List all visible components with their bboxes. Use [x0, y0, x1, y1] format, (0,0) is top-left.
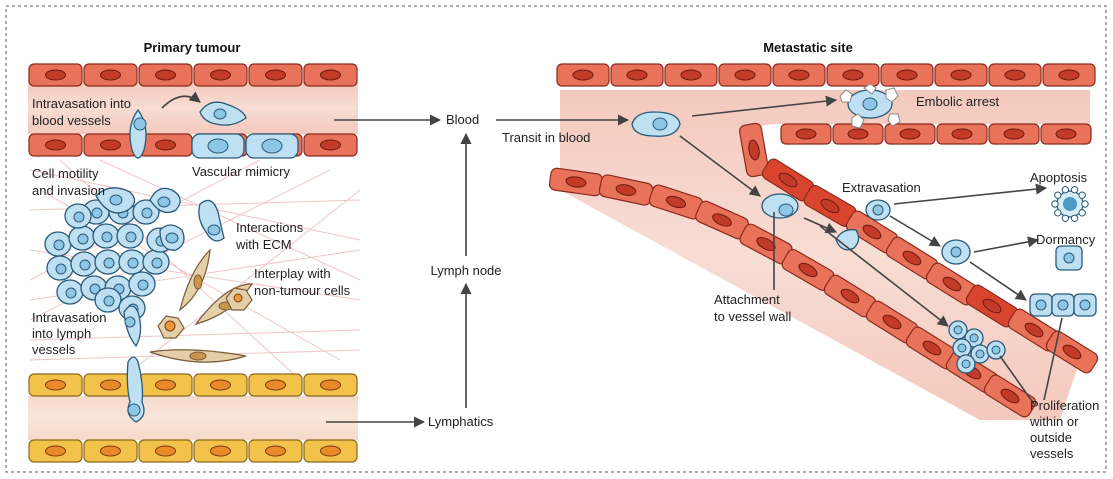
endothelial-nucleus: [46, 70, 66, 80]
endothelial-nucleus: [321, 70, 341, 80]
tumour-nucleus: [78, 234, 88, 244]
endothelial-nucleus: [1005, 70, 1025, 80]
endothelial-nucleus: [1059, 70, 1079, 80]
apoptotic-bleb: [1079, 192, 1085, 198]
tumour-nucleus: [138, 280, 148, 290]
metastatic-title: Metastatic site: [763, 40, 853, 55]
endothelial-nucleus: [321, 446, 341, 456]
tumour-mass: [45, 200, 173, 320]
tumour-nucleus: [80, 260, 90, 270]
endothelial-nucleus: [796, 129, 816, 139]
endothelial-nucleus: [46, 140, 66, 150]
label-blood: Blood: [446, 112, 479, 127]
endothelial-nucleus: [101, 70, 121, 80]
endothelial-nucleus: [789, 70, 809, 80]
label-lymph-node: Lymph node: [430, 263, 501, 278]
endothelial-nucleus: [266, 446, 286, 456]
proliferating-cells-outside: [1030, 294, 1096, 316]
endothelial-nucleus: [843, 70, 863, 80]
primary-lymph-lumen: [28, 396, 358, 440]
endothelial-nucleus: [101, 380, 121, 390]
endothelial-nucleus: [952, 129, 972, 139]
tumour-nucleus: [66, 288, 76, 298]
migrating-cell-metastatic: [942, 240, 970, 264]
transit-cell: [632, 112, 680, 136]
endothelial-nucleus: [156, 70, 176, 80]
tumour-nucleus: [54, 240, 64, 250]
endothelial-nucleus: [321, 140, 341, 150]
endothelial-nucleus: [951, 70, 971, 80]
label-vascular-mimicry: Vascular mimicry: [192, 164, 290, 179]
dormant-cell: [1056, 246, 1082, 270]
endothelial-nucleus: [573, 70, 593, 80]
apoptotic-bleb: [1055, 210, 1061, 216]
label-apoptosis: Apoptosis: [1030, 170, 1088, 185]
primary-lymph-bottom-wall: [29, 440, 357, 462]
endothelial-nucleus: [46, 380, 66, 390]
label-lymphatics: Lymphatics: [428, 414, 494, 429]
endothelial-nucleus: [211, 380, 231, 390]
tumour-nucleus: [104, 258, 114, 268]
arrow-to-dormancy: [974, 240, 1038, 252]
endothelial-nucleus: [266, 70, 286, 80]
label-dormancy: Dormancy: [1036, 232, 1096, 247]
label-embolic: Embolic arrest: [916, 94, 999, 109]
apoptotic-bleb: [1071, 187, 1077, 193]
endothelial-nucleus: [211, 70, 231, 80]
endothelial-nucleus: [900, 129, 920, 139]
endothelial-nucleus: [156, 446, 176, 456]
endothelial-nucleus: [156, 380, 176, 390]
endothelial-nucleus: [627, 70, 647, 80]
label-transit: Transit in blood: [502, 130, 590, 145]
endothelial-nucleus: [848, 129, 868, 139]
endothelial-nucleus: [321, 380, 341, 390]
apoptotic-bleb: [1082, 201, 1088, 207]
primary-title: Primary tumour: [144, 40, 241, 55]
endothelial-nucleus: [101, 140, 121, 150]
endothelial-nucleus: [735, 70, 755, 80]
endothelial-nucleus: [46, 446, 66, 456]
endothelial-nucleus: [156, 140, 176, 150]
endothelial-nucleus: [211, 446, 231, 456]
tumour-nucleus: [92, 208, 102, 218]
tumour-nucleus: [102, 232, 112, 242]
apoptotic-bleb: [1062, 187, 1068, 193]
tumour-nucleus: [142, 208, 152, 218]
attaching-cell: [762, 194, 798, 218]
apoptotic-bleb: [1062, 215, 1068, 221]
apoptotic-bleb: [1055, 192, 1061, 198]
tumour-nucleus: [56, 264, 66, 274]
label-extravasation: Extravasation: [842, 180, 921, 195]
endothelial-nucleus: [1004, 129, 1024, 139]
apoptotic-bleb: [1071, 215, 1077, 221]
tumour-nucleus: [126, 232, 136, 242]
apoptotic-bleb: [1079, 210, 1085, 216]
apoptotic-bleb: [1052, 201, 1058, 207]
endothelial-nucleus: [101, 446, 121, 456]
endothelial-nucleus: [897, 70, 917, 80]
tumour-nucleus: [128, 258, 138, 268]
primary-lymph-top-wall: [29, 374, 357, 396]
endothelial-nucleus: [266, 380, 286, 390]
tumour-nucleus: [74, 212, 84, 222]
tumour-nucleus: [152, 258, 162, 268]
endothelial-nucleus: [681, 70, 701, 80]
endothelial-nucleus: [1056, 129, 1076, 139]
tumour-nucleus: [104, 296, 114, 306]
